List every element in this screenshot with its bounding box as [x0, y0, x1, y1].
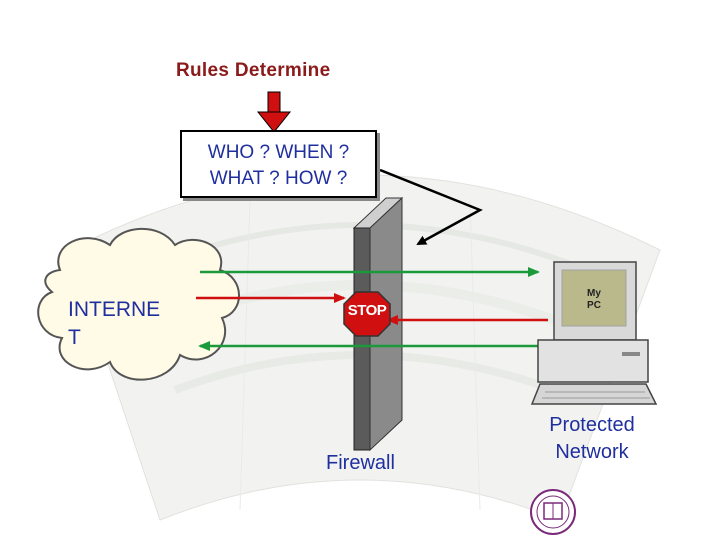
- stop-sign-icon: [343, 291, 391, 337]
- rules-question-box: WHO ? WHEN ? WHAT ? HOW ?: [180, 130, 377, 198]
- computer-icon: [530, 261, 658, 405]
- diagram-title: Rules Determine: [176, 60, 331, 81]
- rules-to-firewall-arrow: [379, 168, 483, 246]
- university-logo-icon: [530, 489, 576, 535]
- title-down-arrow: [256, 91, 292, 133]
- question-line-2: WHAT ? HOW ?: [209, 168, 348, 189]
- cloud-icon: [37, 227, 240, 381]
- stop-sign-label: STOP: [347, 302, 387, 319]
- protected-network-label: Protected Network: [549, 414, 635, 463]
- traffic-arrows: [196, 267, 548, 351]
- question-line-1: WHO ? WHEN ?: [207, 142, 350, 163]
- pc-screen-label: My PC: [587, 288, 601, 311]
- internet-label: INTERNE T: [68, 298, 161, 349]
- firewall-label: Firewall: [326, 452, 395, 474]
